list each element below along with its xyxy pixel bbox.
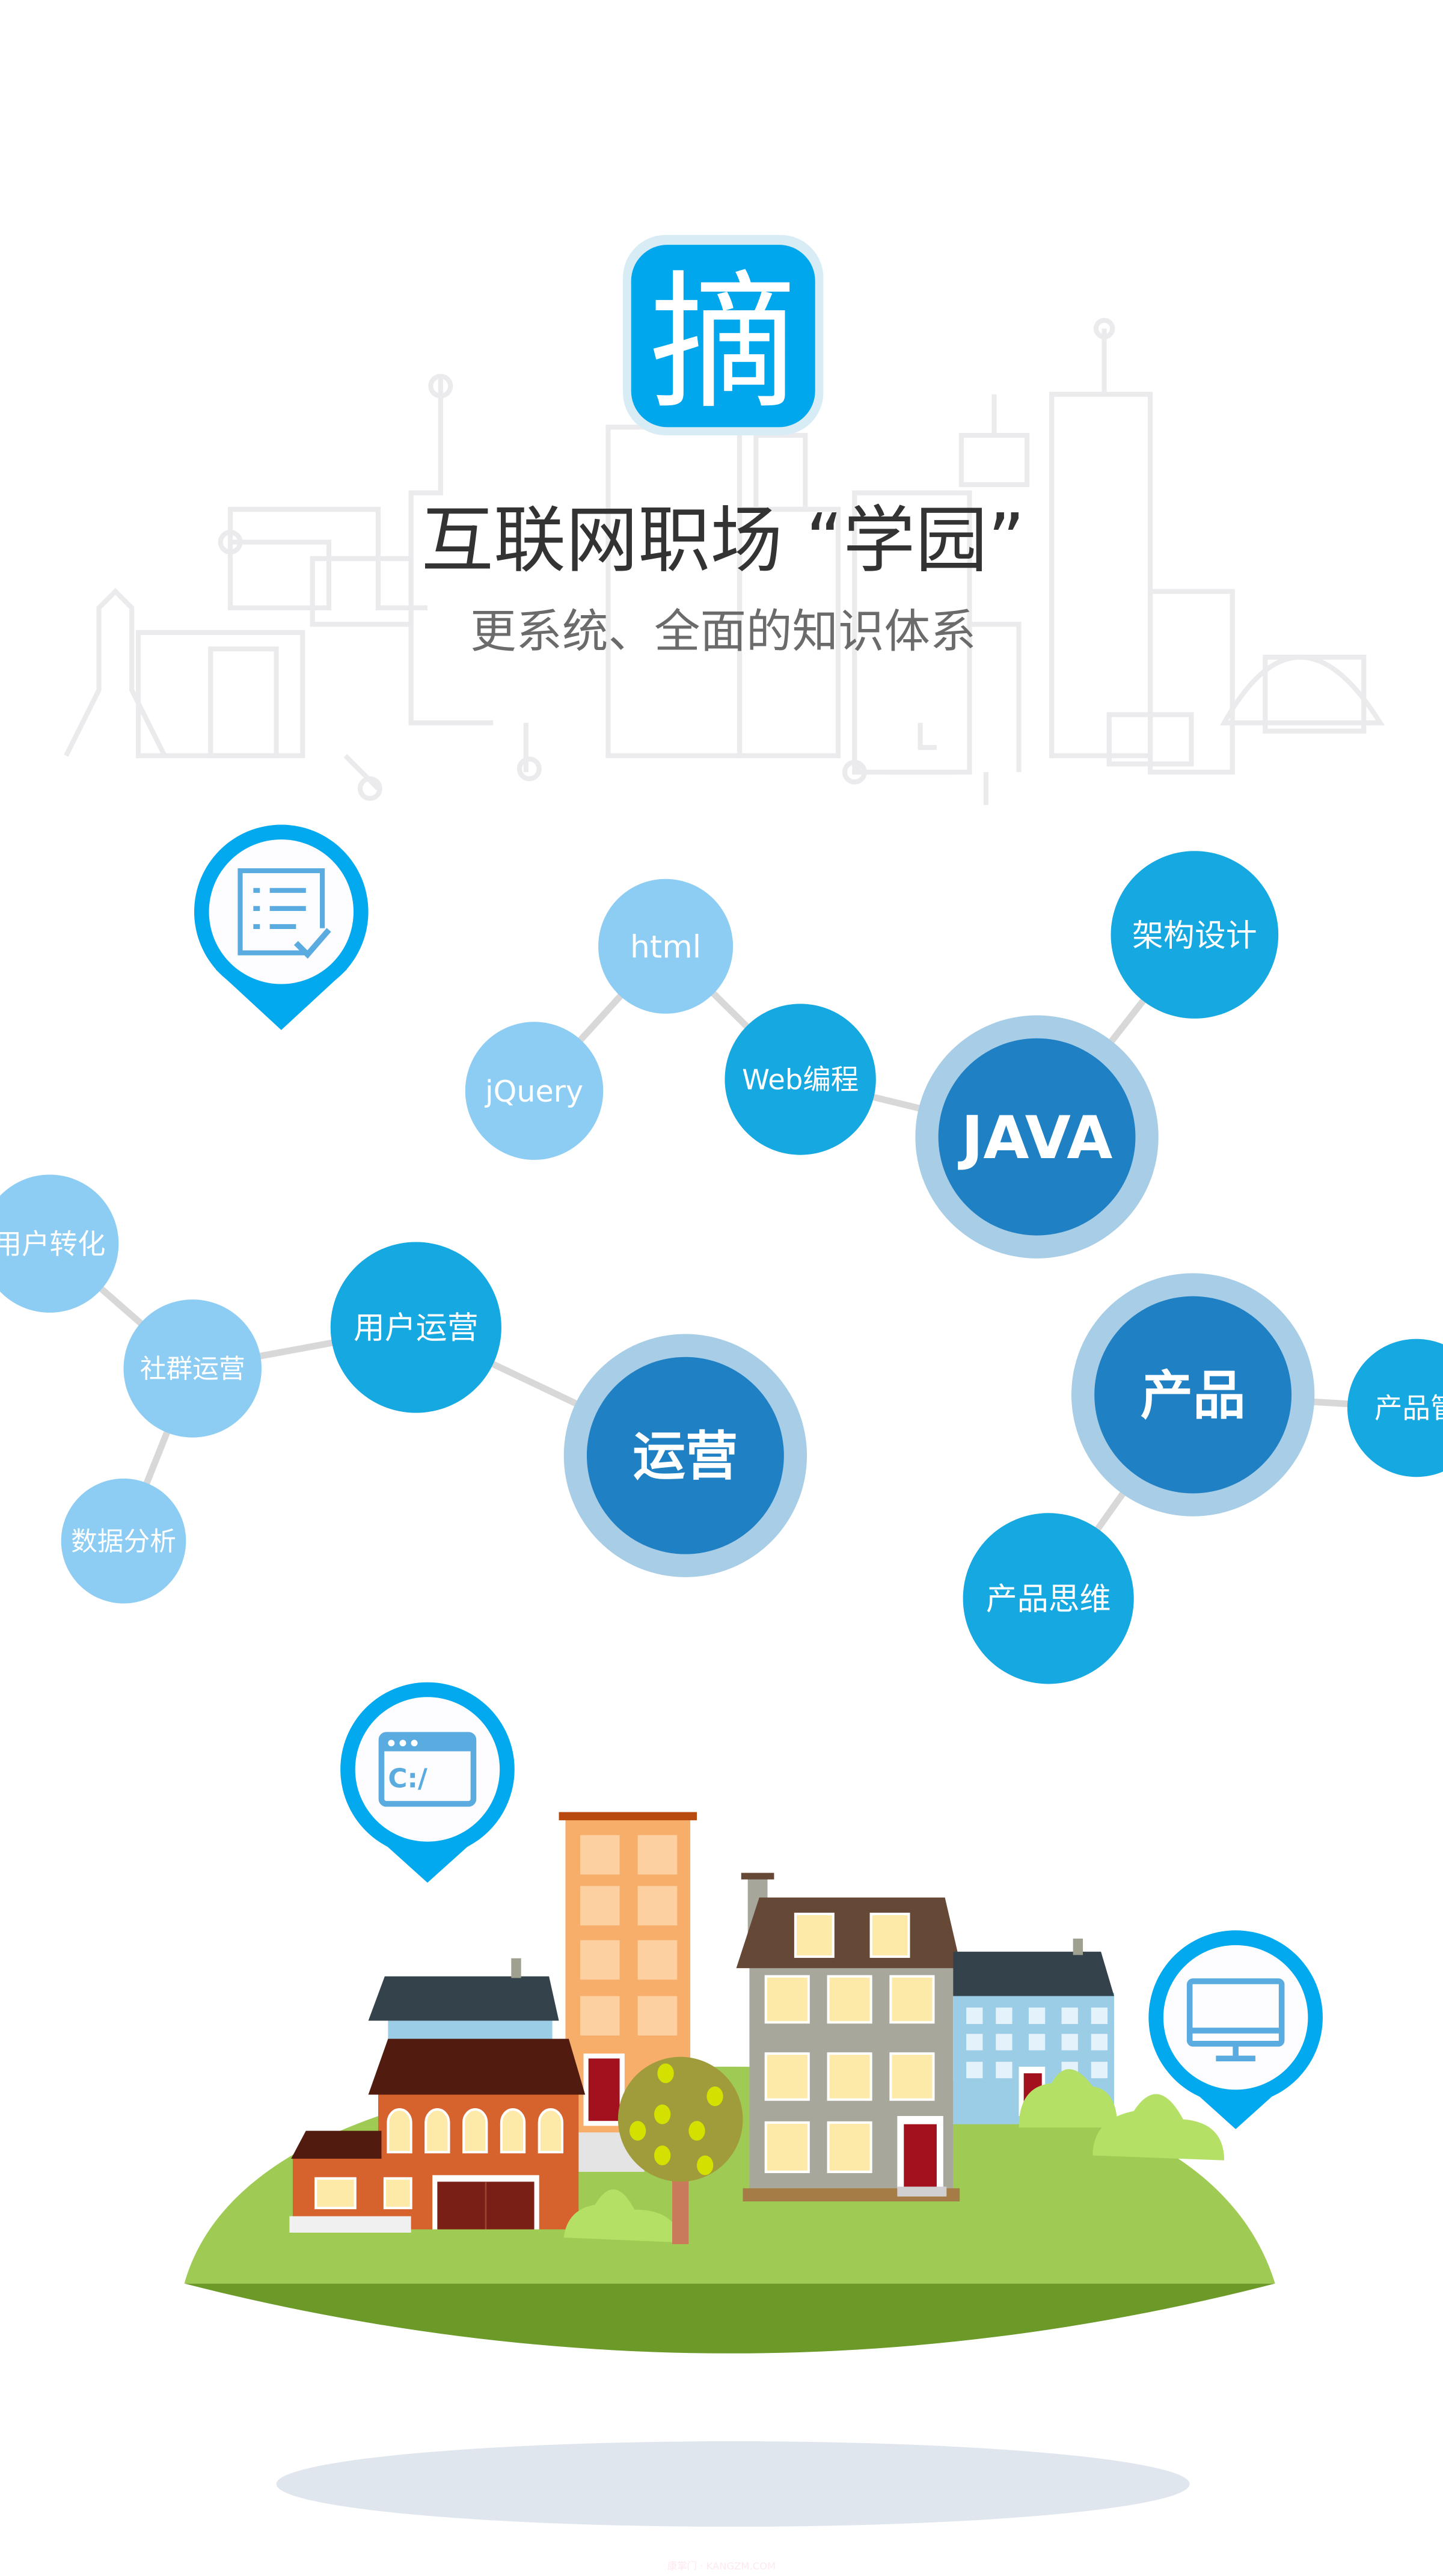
pin-terminal: C:/ [340,1682,515,1883]
node-label: 用户转化 [0,1228,105,1260]
terminal-window-icon: C:/ [378,1732,477,1807]
node-circle [725,1004,876,1155]
node-product: 产品 [1071,1273,1315,1516]
node-circle [0,1174,119,1313]
pin-checklist [194,824,369,1031]
node-userops: 用户运营 [330,1242,501,1413]
node-label: 数据分析 [71,1526,176,1557]
node-circle [938,1038,1136,1236]
node-label: 用户运营 [354,1310,479,1346]
window [996,2034,1013,2050]
logo-character: 摘 [649,257,797,429]
window [996,2061,1013,2079]
monitor-icon [1186,1978,1285,2062]
pin-monitor [1148,1930,1323,2129]
window [1091,2061,1108,2079]
node-circle [330,1242,501,1413]
node-ops: 运营 [563,1334,807,1577]
island-shadow [276,2441,1190,2527]
window [966,2007,983,2024]
node-web: Web编程 [725,1004,876,1155]
node-html: html [598,879,734,1014]
window [1028,2007,1046,2024]
node-label: 运营 [633,1426,738,1487]
window [1091,2007,1108,2024]
node-data: 数据分析 [61,1478,186,1604]
node-pm: 产品管 [1347,1339,1443,1477]
window [966,2034,983,2050]
node-community: 社群运营 [123,1299,262,1438]
page-title: 互联网职场 “学园” [421,498,1025,583]
window [1061,2034,1078,2050]
node-arch: 架构设计 [1111,851,1279,1019]
node-label: 架构设计 [1132,918,1257,954]
node-circle [1347,1339,1443,1477]
window [1061,2007,1078,2024]
node-circle [598,879,734,1014]
node-circle [465,1022,604,1160]
node-label: 社群运营 [140,1354,245,1385]
island-illustration [184,1812,1275,2354]
node-circle [963,1513,1134,1684]
node-label: 产品思维 [986,1581,1111,1618]
node-jquery: jQuery [465,1022,604,1160]
node-circle [1094,1296,1292,1494]
node-label: 产品管 [1374,1392,1443,1424]
node-label: JAVA [958,1104,1113,1173]
node-circle [123,1299,262,1438]
watermark: 康掌门 · KANGZM.COM [667,2560,776,2572]
node-circle [61,1478,186,1604]
window [996,2007,1013,2024]
node-label: Web编程 [742,1064,859,1096]
node-java: JAVA [915,1015,1159,1259]
window [966,2061,983,2079]
node-conv: 用户转化 [0,1174,119,1313]
node-label: 产品 [1141,1365,1246,1426]
window [1028,2034,1046,2050]
node-label: html [630,929,701,965]
node-circle [586,1357,784,1554]
terminal-text: C:/ [388,1764,427,1794]
app-logo: 摘 [623,235,824,436]
checklist-document-icon [237,868,331,959]
node-label: jQuery [485,1074,583,1109]
node-pthink: 产品思维 [963,1513,1134,1684]
node-circle [1111,851,1279,1019]
window [1091,2034,1108,2050]
page-subtitle: 更系统、全面的知识体系 [470,605,976,658]
